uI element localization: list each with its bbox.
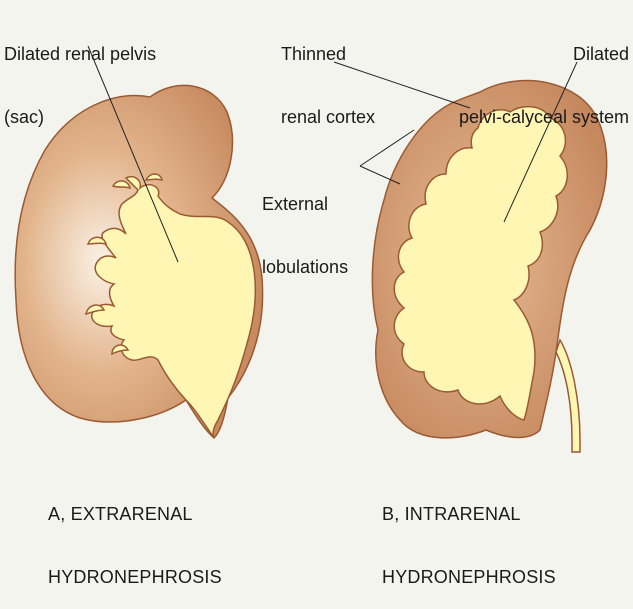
- caption-a-line2: HYDRONEPHROSIS: [48, 567, 222, 588]
- label-dilated-pelvicalyceal-system: Dilated pelvi-calyceal system: [459, 2, 629, 149]
- label-dilated-renal-pelvis-line2: (sac): [4, 107, 156, 128]
- ureter-b: [556, 340, 580, 452]
- label-dilated-renal-pelvis: Dilated renal pelvis (sac): [4, 2, 156, 149]
- label-external-lobulations: External lobulations: [262, 152, 348, 299]
- label-dilated-system-line1: Dilated: [459, 44, 629, 65]
- caption-a: A, EXTRARENAL HYDRONEPHROSIS: [48, 462, 222, 609]
- label-thinned-cortex-line2: renal cortex: [281, 107, 375, 128]
- caption-b-line2: HYDRONEPHROSIS: [382, 567, 556, 588]
- label-thinned-renal-cortex: Thinned renal cortex: [281, 2, 375, 149]
- caption-a-line1: A, EXTRARENAL: [48, 504, 222, 525]
- label-dilated-system-line2: pelvi-calyceal system: [459, 107, 629, 128]
- caption-b: B, INTRARENAL HYDRONEPHROSIS: [382, 462, 556, 609]
- label-lobulations-line2: lobulations: [262, 257, 348, 278]
- label-thinned-cortex-line1: Thinned: [281, 44, 375, 65]
- label-dilated-renal-pelvis-line1: Dilated renal pelvis: [4, 44, 156, 65]
- label-lobulations-line1: External: [262, 194, 348, 215]
- caption-b-line1: B, INTRARENAL: [382, 504, 556, 525]
